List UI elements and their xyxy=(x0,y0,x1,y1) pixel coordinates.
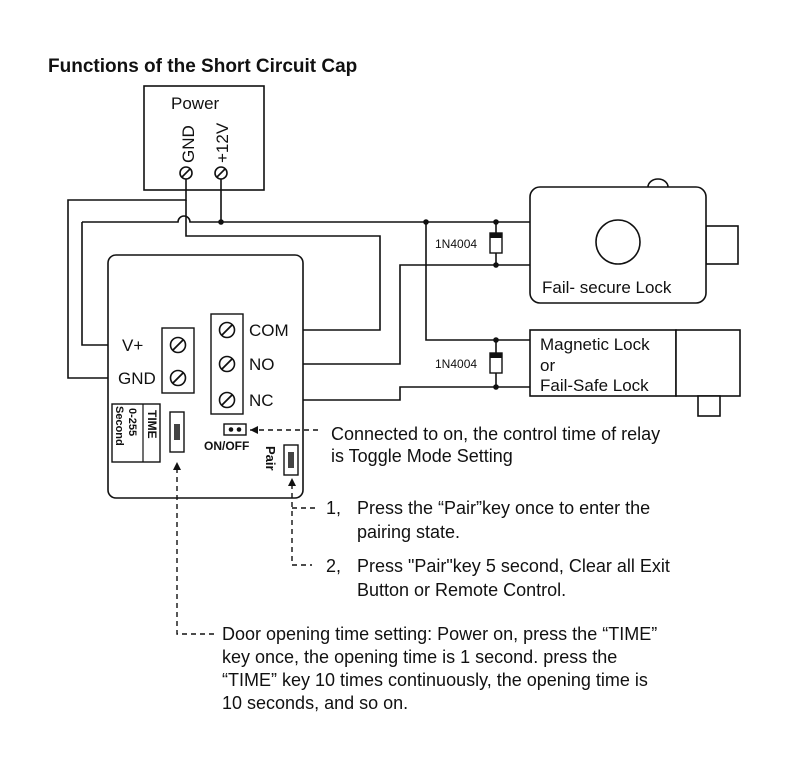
vplus-label: V+ xyxy=(122,336,143,355)
nc-label: NC xyxy=(249,391,274,410)
lock-cylinder-icon xyxy=(595,219,641,265)
onoff-label: ON/OFF xyxy=(204,439,249,453)
power-12v-terminal-icon xyxy=(214,166,228,180)
time-note-line-1: Door opening time setting: Power on, pre… xyxy=(222,624,657,644)
toggle-note-line-2: is Toggle Mode Setting xyxy=(331,446,513,466)
magnetic-lock-label-2: or xyxy=(540,356,555,375)
callout-lines xyxy=(173,426,322,635)
diode-1-label: 1N4004 xyxy=(435,237,477,251)
power-supply: Power GND +12V xyxy=(143,85,265,191)
pair-label: Pair xyxy=(263,446,278,471)
com-terminal-icon xyxy=(218,321,236,339)
fail-secure-lock: Fail- secure Lock xyxy=(529,178,739,304)
time-range-label: 0-255 xyxy=(126,408,138,436)
toggle-note-line-1: Connected to on, the control time of rel… xyxy=(331,424,660,444)
pair-note-2-line-2: Button or Remote Control. xyxy=(357,580,566,600)
magnetic-lock: Magnetic Lock or Fail-Safe Lock xyxy=(529,329,741,417)
diagram-title: Functions of the Short Circuit Cap xyxy=(48,56,357,77)
power-gnd-terminal-icon xyxy=(179,166,193,180)
magnetic-lock-label-1: Magnetic Lock xyxy=(540,335,650,354)
fail-secure-lock-label: Fail- secure Lock xyxy=(542,278,672,297)
diode-1-icon xyxy=(489,222,503,265)
no-label: NO xyxy=(249,355,275,374)
power-12v-label: +12V xyxy=(213,122,232,163)
pair-note-2-line-1: Press "Pair"key 5 second, Clear all Exit xyxy=(357,556,670,576)
diode-2-icon xyxy=(489,340,503,387)
gnd-terminal-icon xyxy=(169,369,187,387)
no-terminal-icon xyxy=(218,355,236,373)
vplus-terminal-icon xyxy=(169,336,187,354)
wiring xyxy=(67,179,530,401)
time-label: TIME xyxy=(145,410,159,439)
com-label: COM xyxy=(249,321,289,340)
power-gnd-label: GND xyxy=(179,125,198,163)
diode-2-label: 1N4004 xyxy=(435,357,477,371)
gnd-label: GND xyxy=(118,369,156,388)
pair-note-1-line-1: Press the “Pair”key once to enter the xyxy=(357,498,650,518)
pair-note-1-number: 1, xyxy=(326,498,341,518)
time-note-line-3: “TIME” key 10 times continuously, the op… xyxy=(222,670,648,690)
time-unit-label: Second xyxy=(113,406,125,446)
nc-terminal-icon xyxy=(218,391,236,409)
time-note-line-4: 10 seconds, and so on. xyxy=(222,693,408,713)
controller-board xyxy=(107,254,304,499)
time-note-line-2: key once, the opening time is 1 second. … xyxy=(222,647,617,667)
power-label: Power xyxy=(171,94,220,113)
magnetic-lock-label-3: Fail-Safe Lock xyxy=(540,376,649,395)
pair-note-1-line-2: pairing state. xyxy=(357,522,460,542)
pair-note-2-number: 2, xyxy=(326,556,341,576)
onoff-jumper[interactable] xyxy=(223,423,247,436)
